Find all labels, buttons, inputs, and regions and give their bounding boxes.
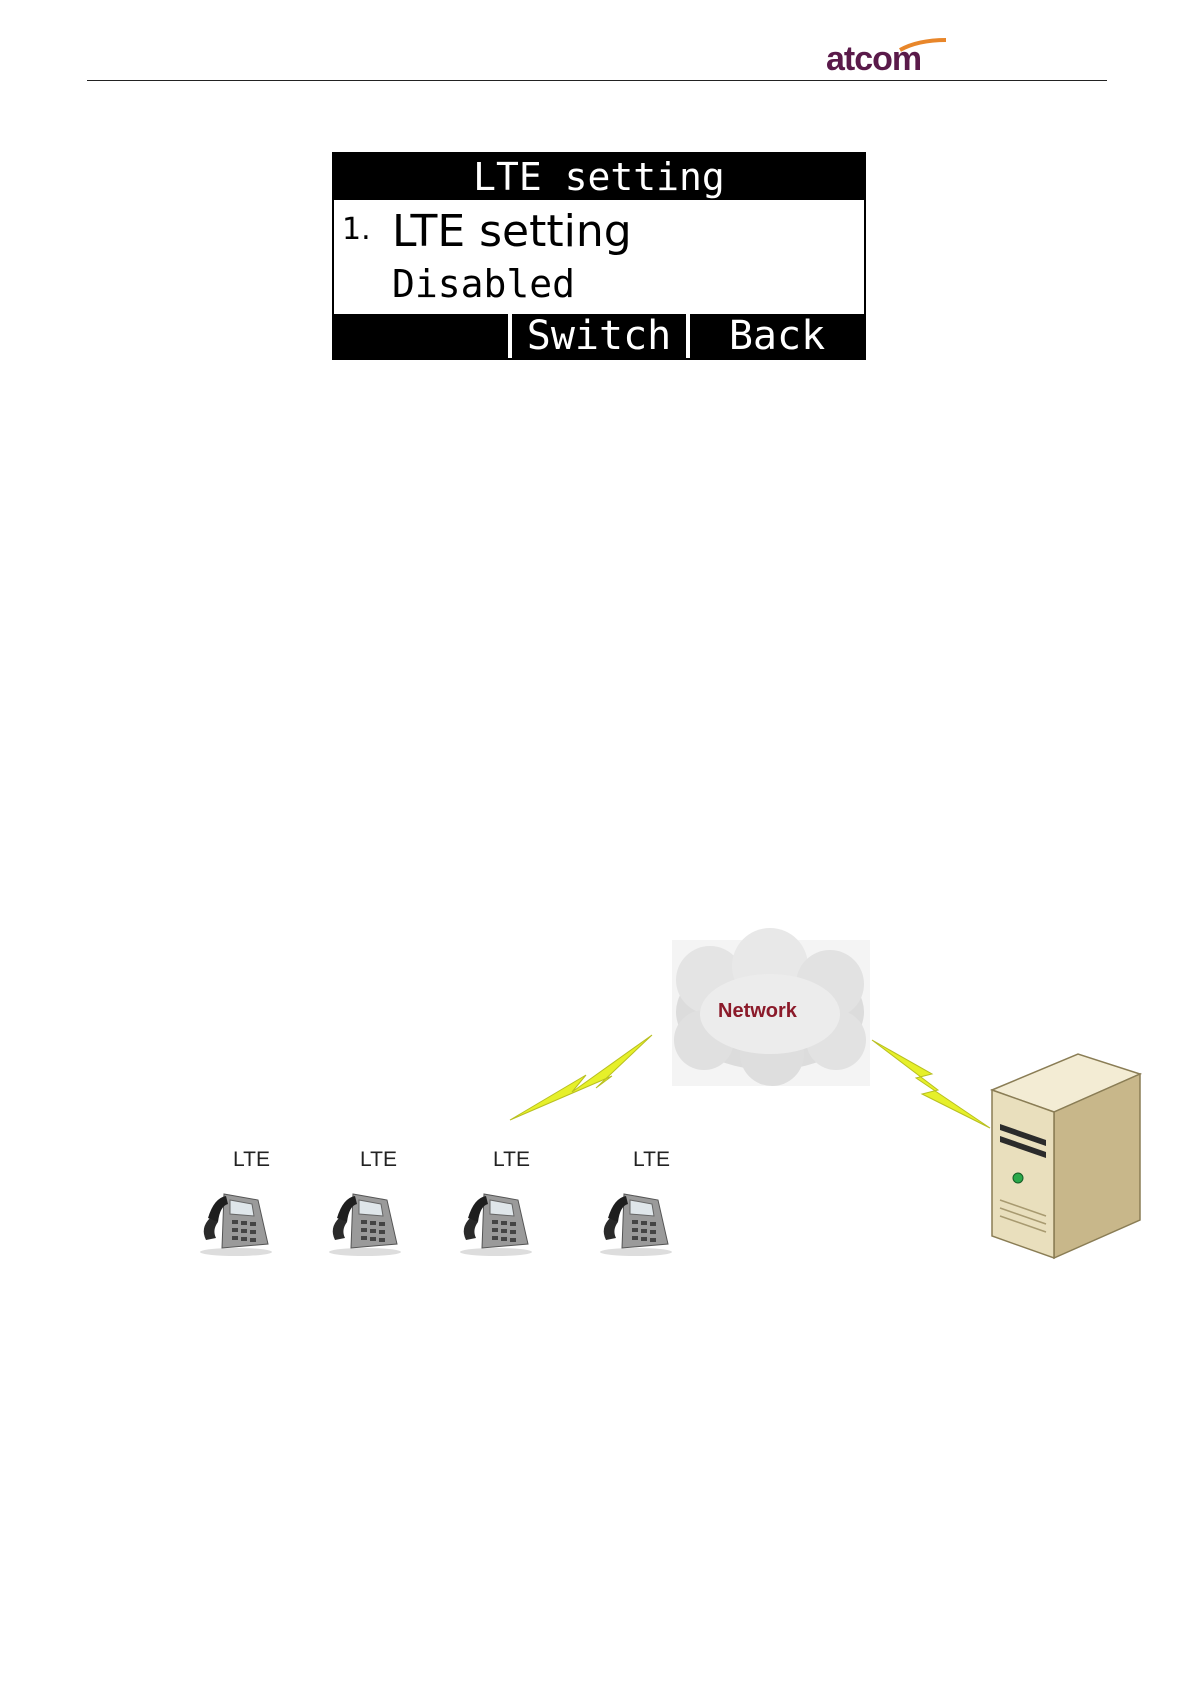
ip-phone-icon [196, 1178, 276, 1258]
wireless-link-right-icon [872, 1040, 990, 1128]
ip-phone-icon [325, 1178, 405, 1258]
wireless-link-left-icon [510, 1035, 652, 1120]
server-icon [988, 1050, 1144, 1260]
ip-phone-icon [596, 1178, 676, 1258]
phone-4-label: LTE [633, 1148, 670, 1172]
ip-phone-icon [456, 1178, 536, 1258]
phone-1-label: LTE [233, 1148, 270, 1172]
network-cloud-label: Network [718, 1000, 797, 1023]
phone-2-label: LTE [360, 1148, 397, 1172]
phone-3-label: LTE [493, 1148, 530, 1172]
